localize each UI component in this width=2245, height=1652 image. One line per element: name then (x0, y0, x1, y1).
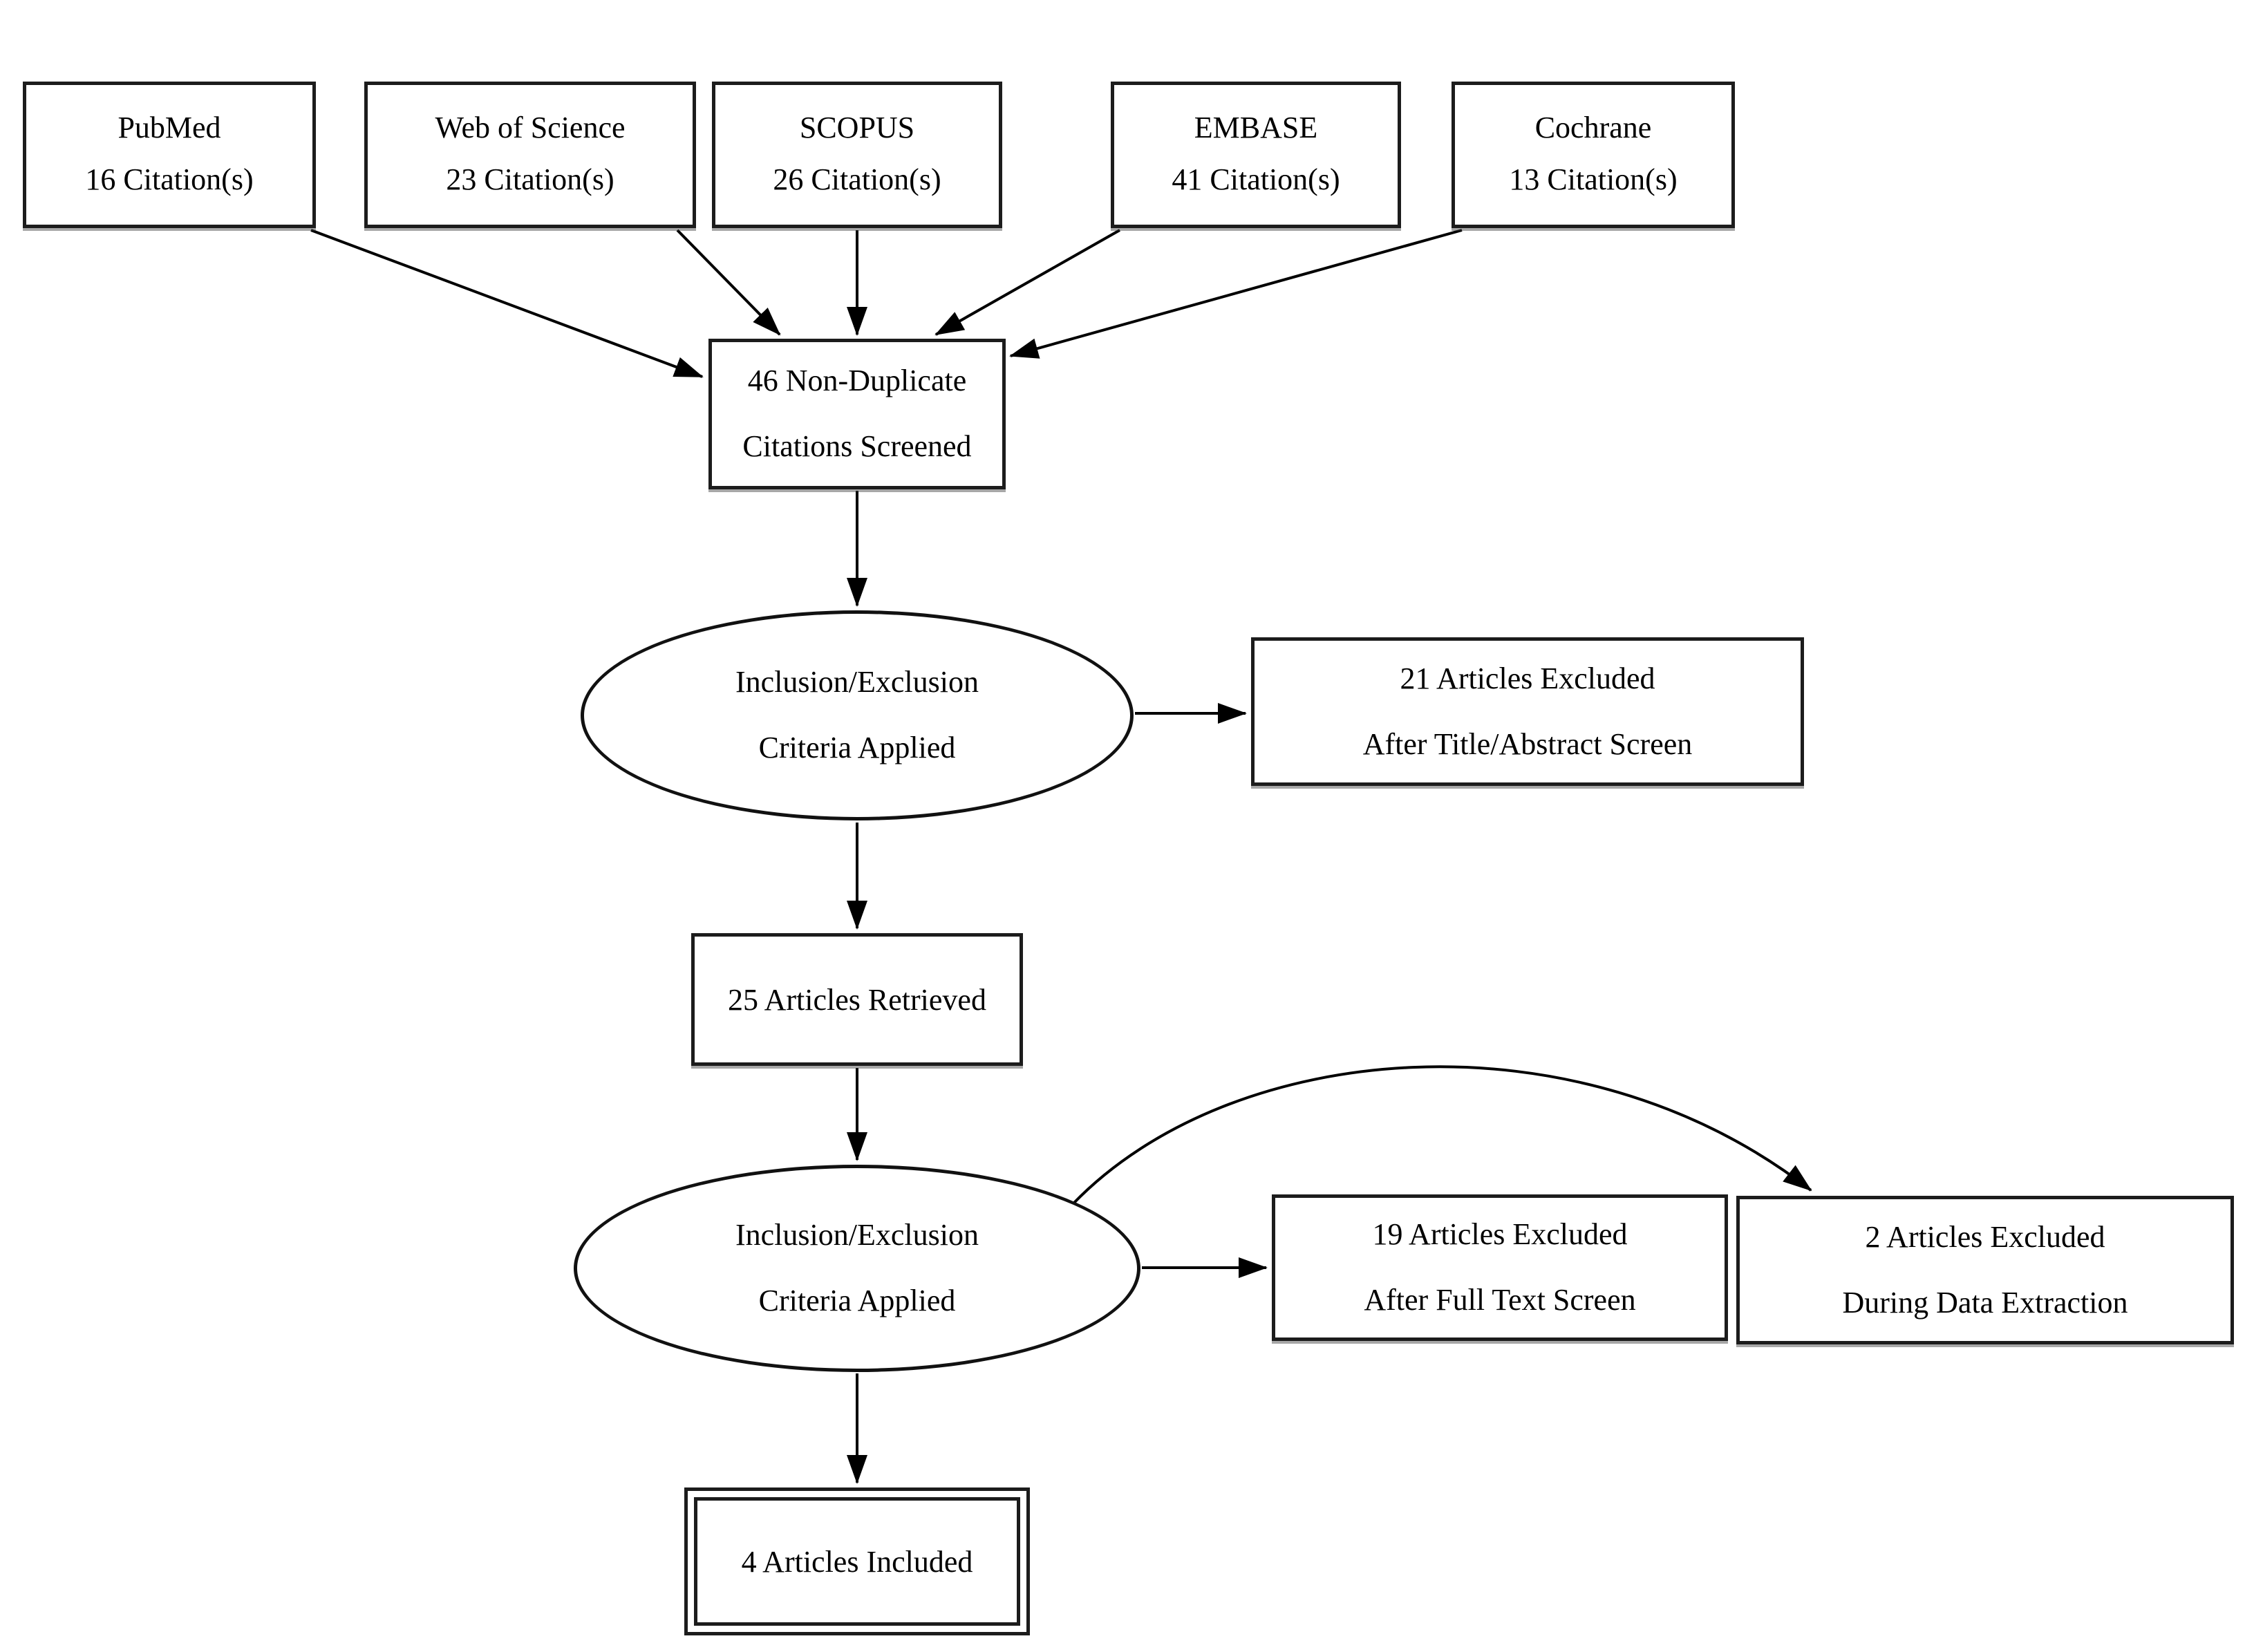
scopus-label: SCOPUS (799, 111, 915, 144)
scopus-count: 26 Citation(s) (773, 162, 941, 196)
node-scopus: SCOPUS 26 Citation(s) (712, 82, 1002, 228)
node-cochrane: Cochrane 13 Citation(s) (1452, 82, 1735, 228)
edge-embase-to-screened (934, 229, 1120, 336)
node-excluded-title-abstract: 21 Articles Excluded After Title/Abstrac… (1251, 637, 1804, 786)
criteria2-line2: Criteria Applied (758, 1284, 956, 1317)
node-pubmed: PubMed 16 Citation(s) (23, 82, 316, 228)
criteria1-line1: Inclusion/Exclusion (735, 665, 979, 700)
articles-included-inner-border: 4 Articles Included (694, 1497, 1020, 1626)
excluded-data-extraction-line1: 2 Articles Excluded (1865, 1219, 2105, 1254)
cochrane-count: 13 Citation(s) (1509, 162, 1678, 196)
edge-cochrane-to-screened (1009, 229, 1463, 359)
excluded-title-abstract-line2: After Title/Abstract Screen (1362, 726, 1693, 761)
screened-line2: Citations Screened (742, 429, 972, 463)
criteria2-line1: Inclusion/Exclusion (735, 1218, 979, 1252)
pubmed-label: PubMed (118, 111, 221, 144)
excluded-data-extraction-line2: During Data Extraction (1842, 1285, 2128, 1320)
node-nonduplicate-screened: 46 Non-Duplicate Citations Screened (708, 339, 1006, 489)
web-of-science-label: Web of Science (435, 111, 626, 144)
pubmed-count: 16 Citation(s) (85, 162, 254, 196)
embase-count: 41 Citation(s) (1172, 162, 1340, 196)
node-embase: EMBASE 41 Citation(s) (1111, 82, 1401, 228)
edge-pubmed-to-screened (310, 229, 704, 378)
excluded-full-text-line2: After Full Text Screen (1364, 1283, 1636, 1317)
embase-label: EMBASE (1194, 111, 1318, 144)
edge-webofscience-to-screened (676, 229, 781, 336)
excluded-title-abstract-line1: 21 Articles Excluded (1400, 661, 1655, 695)
criteria1-line2: Criteria Applied (758, 731, 956, 764)
edge-criteria2-to-excluded-data-extraction (1071, 1065, 1812, 1205)
cochrane-label: Cochrane (1534, 111, 1652, 144)
included-label: 4 Articles Included (741, 1544, 973, 1579)
node-criteria-applied-second: Inclusion/Exclusion Criteria Applied (574, 1165, 1140, 1372)
screened-line1: 46 Non-Duplicate (747, 364, 967, 398)
node-articles-retrieved: 25 Articles Retrieved (691, 933, 1023, 1066)
web-of-science-count: 23 Citation(s) (446, 162, 614, 196)
excluded-full-text-line1: 19 Articles Excluded (1372, 1217, 1628, 1252)
node-criteria-applied-first: Inclusion/Exclusion Criteria Applied (581, 610, 1134, 820)
node-excluded-full-text: 19 Articles Excluded After Full Text Scr… (1272, 1194, 1728, 1341)
node-web-of-science: Web of Science 23 Citation(s) (364, 82, 696, 228)
node-excluded-data-extraction: 2 Articles Excluded During Data Extracti… (1736, 1196, 2234, 1344)
retrieved-label: 25 Articles Retrieved (728, 982, 986, 1017)
node-articles-included: 4 Articles Included (684, 1487, 1030, 1635)
